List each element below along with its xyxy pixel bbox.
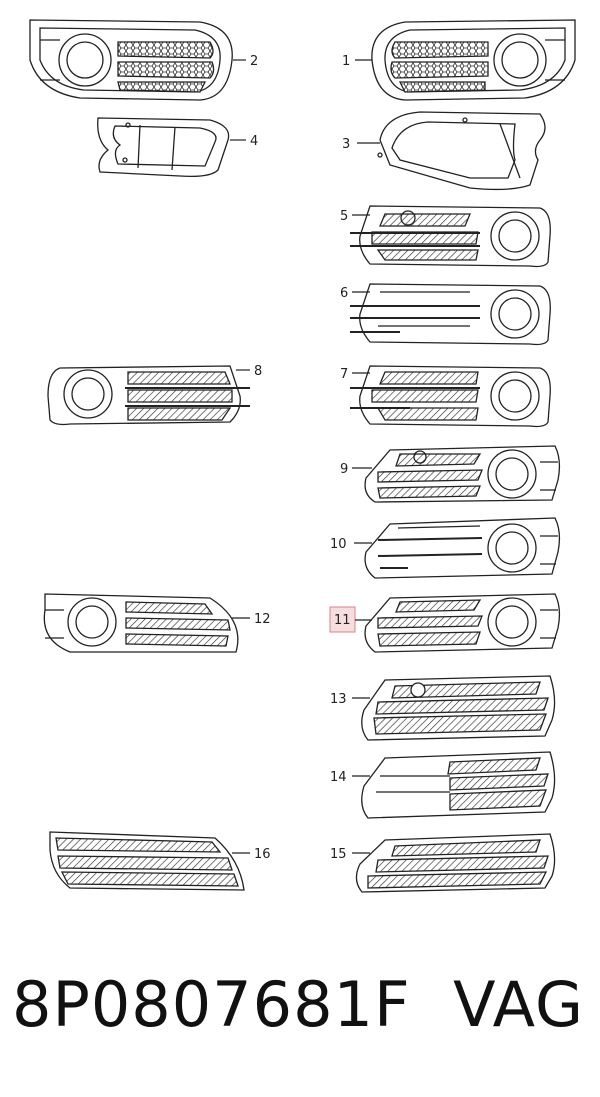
part-10-grille [364, 517, 561, 579]
part-14-grille [361, 751, 556, 819]
callout-1: 1 [342, 54, 350, 69]
part-2-grille [29, 19, 233, 101]
part-8-grille [47, 365, 250, 426]
callout-15: 15 [330, 847, 347, 862]
part-4-frame [97, 117, 230, 178]
part-13-grille [361, 675, 556, 741]
callout-16: 16 [254, 847, 271, 862]
callout-5: 5 [340, 209, 348, 224]
part-3-frame [377, 111, 546, 191]
part-7-grille [350, 365, 551, 428]
part-6-grille [350, 283, 551, 346]
part-5-grille [350, 205, 551, 268]
callout-6: 6 [340, 286, 348, 301]
callout-4: 4 [250, 134, 258, 149]
brand-label: VAG [453, 968, 584, 1041]
part-15-grille [355, 833, 556, 893]
callout-2: 2 [250, 54, 258, 69]
callout-7: 7 [340, 367, 348, 382]
parts-diagram: 2 1 4 3 5 [29, 19, 576, 893]
callout-10: 10 [330, 537, 347, 552]
part-number: 8P0807681F [12, 968, 411, 1041]
callout-11: 11 [334, 613, 351, 628]
part-9-grille [364, 445, 561, 503]
part-12-grille [43, 593, 239, 653]
callout-9: 9 [340, 462, 348, 477]
callout-13: 13 [330, 692, 347, 707]
part-11-grille [364, 593, 561, 653]
part-1-grille [371, 19, 576, 101]
part-16-grille [49, 831, 245, 891]
callout-12: 12 [254, 612, 271, 627]
callout-14: 14 [330, 770, 347, 785]
callout-8: 8 [254, 364, 262, 379]
highlight-box-11 [329, 606, 356, 633]
callout-3: 3 [342, 137, 350, 152]
